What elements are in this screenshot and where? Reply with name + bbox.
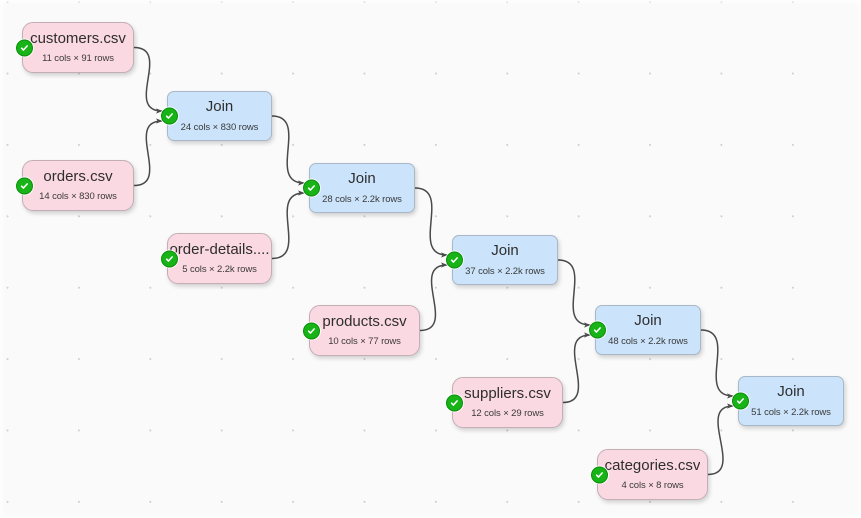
node-meta: 11 cols × 91 rows: [42, 53, 114, 65]
node-meta: 14 cols × 830 rows: [39, 191, 117, 203]
node-title: Join: [777, 384, 805, 400]
node-title: Join: [348, 171, 376, 187]
node-meta: 12 cols × 29 rows: [471, 408, 544, 420]
node-title: suppliers.csv: [464, 385, 551, 402]
node-meta: 28 cols × 2.2k rows: [322, 193, 402, 205]
check-circle-icon: [589, 321, 606, 339]
edge-join1-to-join2: [271, 115, 305, 186]
edge-order-details-to-join2: [271, 190, 305, 260]
node-meta: 24 cols × 830 rows: [180, 121, 259, 133]
edge-suppliers-to-join4: [562, 332, 591, 404]
node-title: Join: [491, 243, 519, 259]
graph-node-join4[interactable]: Join 48 cols × 2.2k rows: [589, 305, 701, 355]
check-circle-icon: [732, 392, 749, 410]
node-title: orders.csv: [43, 168, 113, 185]
node-title: Join: [634, 313, 662, 329]
graph-node-join3[interactable]: Join 37 cols × 2.2k rows: [446, 235, 558, 285]
node-meta: 10 cols × 77 rows: [328, 336, 401, 348]
edge-categories-to-join5: [707, 403, 734, 476]
edge-orders-to-join1: [133, 118, 163, 187]
edge-products-to-join3: [419, 262, 448, 332]
graph-node-join2[interactable]: Join 28 cols × 2.2k rows: [303, 163, 415, 213]
check-circle-icon: [16, 39, 33, 56]
node-meta: 48 cols × 2.2k rows: [608, 335, 688, 347]
node-meta: 5 cols × 2.2k rows: [182, 264, 257, 276]
check-circle-icon: [446, 394, 463, 411]
node-meta: 37 cols × 2.2k rows: [465, 265, 545, 277]
node-title: customers.csv: [30, 30, 126, 47]
check-circle-icon: [161, 250, 178, 267]
graph-node-products[interactable]: products.csv 10 cols × 77 rows: [303, 305, 420, 356]
node-meta: 4 cols × 8 rows: [621, 480, 684, 492]
node-title: Join: [205, 99, 234, 115]
check-circle-icon: [446, 251, 463, 269]
graph-node-join5[interactable]: Join 51 cols × 2.2k rows: [732, 376, 844, 426]
graph-node-join1[interactable]: Join 24 cols × 830 rows: [161, 91, 272, 141]
check-circle-icon: [591, 466, 608, 483]
graph-node-customers[interactable]: customers.csv 11 cols × 91 rows: [16, 22, 134, 73]
graph-node-order-details[interactable]: order-details.... 5 cols × 2.2k rows: [161, 233, 272, 284]
graph-node-suppliers[interactable]: suppliers.csv 12 cols × 29 rows: [446, 377, 563, 428]
node-meta: 51 cols × 2.2k rows: [751, 406, 831, 418]
edge-join2-to-join3: [414, 187, 448, 258]
node-title: order-details....: [169, 241, 270, 258]
edge-join4-to-join5: [700, 329, 734, 399]
edge-join3-to-join4: [557, 259, 591, 328]
graph-node-orders[interactable]: orders.csv 14 cols × 830 rows: [16, 160, 134, 211]
check-circle-icon: [303, 179, 320, 197]
check-circle-icon: [16, 177, 33, 194]
edge-customers-to-join1: [133, 46, 163, 114]
check-circle-icon: [303, 322, 320, 339]
check-circle-icon: [161, 107, 178, 125]
graph-node-categories[interactable]: categories.csv 4 cols × 8 rows: [591, 449, 708, 500]
node-title: categories.csv: [604, 457, 701, 474]
node-title: products.csv: [322, 313, 407, 330]
